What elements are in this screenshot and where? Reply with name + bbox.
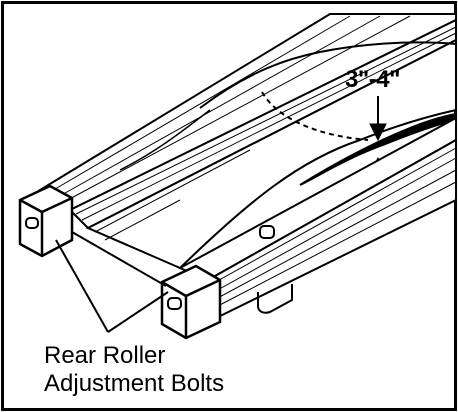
rear-roller	[71, 231, 167, 287]
running-belt	[85, 38, 457, 270]
support-leg	[257, 284, 293, 314]
belt-slack	[299, 112, 457, 186]
measurement-label: 3"-4"	[345, 66, 400, 93]
callout-label-line1: Rear Roller	[44, 342, 166, 369]
right-end-cap	[160, 264, 222, 340]
lift-arc	[261, 91, 369, 141]
left-rail	[38, 13, 457, 230]
rail-knob	[259, 225, 275, 239]
callout-leaders	[55, 239, 169, 333]
left-end-cap	[18, 184, 74, 258]
right-rail	[177, 116, 457, 322]
callout-label-line2: Adjustment Bolts	[44, 370, 225, 397]
